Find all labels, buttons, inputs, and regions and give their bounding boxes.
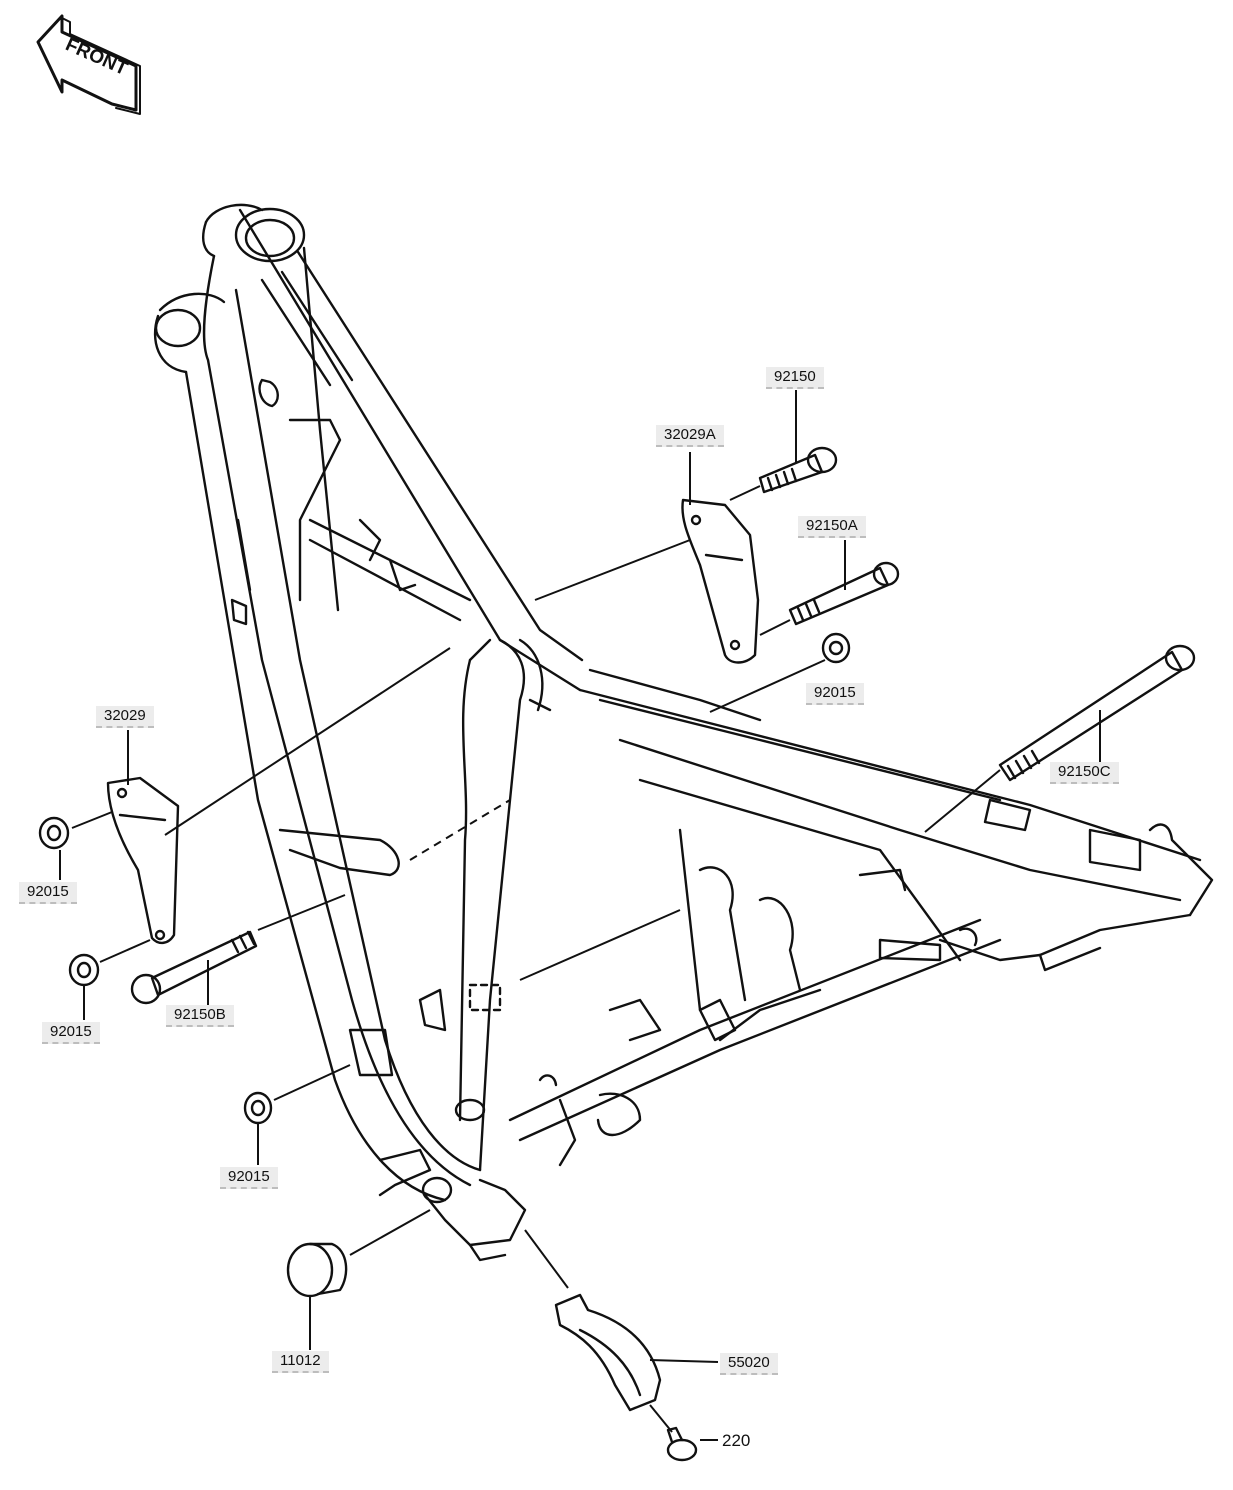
steering-head xyxy=(153,203,306,374)
nut-92015-bottom xyxy=(243,1091,273,1125)
callout-92150c[interactable]: 92150C xyxy=(1050,762,1119,784)
bolt-92150c xyxy=(998,644,1196,782)
nut-92015-left-upper xyxy=(38,816,70,850)
bolt-92150 xyxy=(758,446,838,494)
callout-11012[interactable]: 11012 xyxy=(272,1351,329,1373)
callout-55020[interactable]: 55020 xyxy=(720,1353,778,1375)
callout-32029a[interactable]: 32029A xyxy=(656,425,724,447)
nut-92015-left-lower xyxy=(68,953,100,987)
seat-rails xyxy=(578,668,1214,972)
bolt-92150a xyxy=(788,561,900,626)
callout-92150a[interactable]: 92150A xyxy=(798,516,866,538)
callout-92015-right[interactable]: 92015 xyxy=(806,683,864,705)
screw-220 xyxy=(666,1426,698,1462)
callout-92015-left-upper[interactable]: 92015 xyxy=(19,882,77,904)
nut-92015-right xyxy=(821,632,851,664)
bracket-32029a xyxy=(681,498,760,664)
down-tubes xyxy=(184,246,482,1202)
center-tube xyxy=(458,638,552,1172)
guard-55020 xyxy=(554,1293,662,1412)
cap-11012 xyxy=(286,1242,348,1298)
callout-92015-left-lower[interactable]: 92015 xyxy=(42,1022,100,1044)
backbone-tube xyxy=(238,208,584,692)
front-arrow-icon: FRONT xyxy=(36,14,141,115)
bracket-32029 xyxy=(106,776,180,945)
bolt-92150b xyxy=(130,930,258,1005)
swingarm-pivot xyxy=(348,1028,527,1262)
front-label: FRONT xyxy=(62,34,131,80)
front-gusset xyxy=(278,418,472,1032)
callout-220[interactable]: 220 xyxy=(722,1431,751,1450)
callout-92150[interactable]: 92150 xyxy=(766,367,824,389)
leader-lines xyxy=(59,390,1101,1441)
callout-92015-bottom[interactable]: 92015 xyxy=(220,1167,278,1189)
bottom-cradle xyxy=(508,828,1002,1167)
callout-92150b[interactable]: 92150B xyxy=(166,1005,234,1027)
callout-32029[interactable]: 32029 xyxy=(96,706,154,728)
